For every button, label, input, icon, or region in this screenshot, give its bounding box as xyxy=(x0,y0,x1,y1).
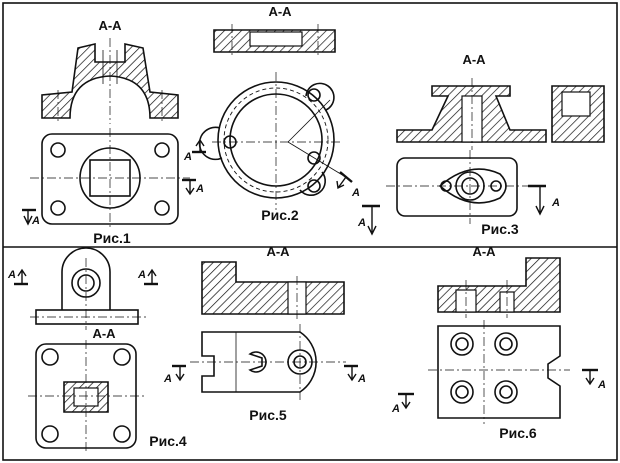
fig6-hole-inner xyxy=(499,385,513,399)
figure-5: А-А A A Рис.5 xyxy=(163,244,366,423)
fig2-cut-arrow xyxy=(336,176,347,190)
fig6-hole-inner xyxy=(455,337,469,351)
fig1-cut-arrow xyxy=(23,210,33,226)
fig2-lug xyxy=(305,82,335,111)
fig6-hole-outer xyxy=(494,332,518,356)
fig3-section-title: А-А xyxy=(462,52,486,67)
fig1-corner-hole xyxy=(50,142,66,158)
fig3-cut-letter: A xyxy=(357,217,366,229)
fig3-cut-arrow xyxy=(535,186,545,216)
fig5-section-view xyxy=(201,261,345,315)
fig2-caption: Рис.2 xyxy=(261,207,299,223)
fig5-cut-letter: A xyxy=(357,373,366,385)
fig2-cut-arrow xyxy=(195,138,205,152)
fig3-side-recess xyxy=(561,91,591,117)
fig6-section-title: А-А xyxy=(472,244,496,259)
fig6-caption: Рис.6 xyxy=(499,425,537,441)
fig2-lug-hole xyxy=(307,151,321,165)
fig4-cut-arrow xyxy=(17,268,27,284)
fig4-front-view xyxy=(61,247,111,296)
fig6-cut-arrow xyxy=(585,370,595,386)
fig5-caption: Рис.5 xyxy=(249,407,287,423)
fig5-plan-view xyxy=(201,331,317,393)
fig3-cut-letter: A xyxy=(551,197,560,209)
fig6-hole-inner xyxy=(499,337,513,351)
fig6-hole-inner xyxy=(455,385,469,399)
fig6-cut-letter: A xyxy=(597,379,606,391)
fig3-cut-arrow xyxy=(367,206,377,236)
fig6-cut-letter: A xyxy=(391,403,400,415)
fig5-keyhole xyxy=(248,351,267,373)
fig6-cut-arrow xyxy=(401,394,411,410)
fig4-corner-hole xyxy=(113,348,131,366)
fig6-hole-outer xyxy=(450,332,474,356)
fig1-section-view xyxy=(41,42,179,119)
fig5-cut-arrow xyxy=(347,366,357,382)
figure-1: А-А A A Рис.1 xyxy=(22,18,204,246)
fig2-cut-path xyxy=(287,141,345,177)
fig4-cut-letter: A xyxy=(7,269,16,281)
fig4-cut-letter: A xyxy=(137,269,146,281)
fig4-cut-arrow xyxy=(147,268,157,284)
fig3-caption: Рис.3 xyxy=(481,221,519,237)
fig1-cut-arrow xyxy=(185,180,195,196)
fig4-caption: Рис.4 xyxy=(149,433,187,449)
fig1-corner-hole xyxy=(154,200,170,216)
figure-4: A A А-А Рис.4 xyxy=(7,247,187,454)
fig5-cut-arrow xyxy=(175,366,185,382)
fig2-cut-path xyxy=(287,99,331,143)
figure-6: А-А A A Рис.6 xyxy=(391,244,606,441)
fig2-cut-letter: A xyxy=(183,151,192,163)
fig5-cut-letter: A xyxy=(163,373,172,385)
fig2-section-recess xyxy=(249,31,303,47)
fig1-corner-hole xyxy=(50,200,66,216)
figure-2: А-А A A Рис.2 xyxy=(183,4,360,223)
fig2-cut-letter: A xyxy=(351,187,360,199)
fig5-section-title: А-А xyxy=(266,244,290,259)
fig6-hole-outer xyxy=(450,380,474,404)
fig2-lug-hole xyxy=(307,88,321,102)
fig1-section-title: А-А xyxy=(98,18,122,33)
fig4-corner-hole xyxy=(113,425,131,443)
fig4-corner-hole xyxy=(41,425,59,443)
fig1-cut-letter: A xyxy=(195,183,204,195)
fig1-caption: Рис.1 xyxy=(93,230,131,246)
fig1-cut-letter: A xyxy=(31,215,40,227)
fig3-plan-view xyxy=(396,157,518,217)
figure-3: А-А A A Рис.3 xyxy=(357,52,605,237)
fig4-corner-hole xyxy=(41,348,59,366)
fig6-hole-outer xyxy=(494,380,518,404)
fig6-plan-view xyxy=(437,325,561,419)
fig2-lug xyxy=(299,171,326,196)
fig2-lug-hole xyxy=(307,179,321,193)
fig1-corner-hole xyxy=(154,142,170,158)
fig4-section-title: А-А xyxy=(92,326,116,341)
fig2-section-title: А-А xyxy=(268,4,292,19)
